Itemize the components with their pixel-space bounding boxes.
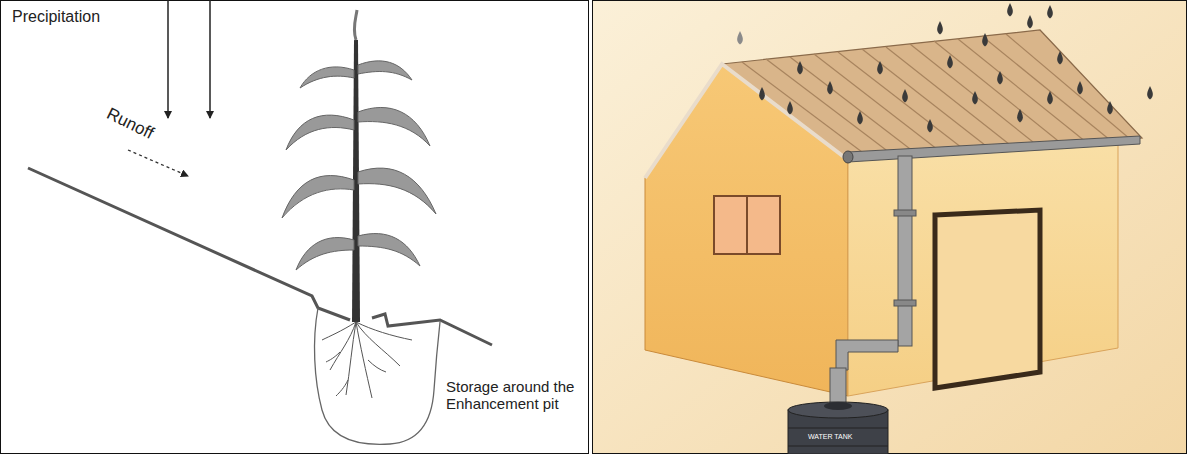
precipitation-arrows: [168, 0, 210, 118]
right-panel: [593, 1, 1187, 454]
enhancement-pit: [315, 308, 440, 444]
rain-drops: [737, 3, 1153, 133]
left-panel: [1, 1, 589, 454]
water-tank: [788, 402, 888, 454]
storage-label: Storage around the Enhancement pit: [446, 378, 584, 413]
ground-slope: [28, 168, 492, 345]
gutter-pipe: [830, 136, 1140, 414]
tank-label: WATER TANK: [808, 433, 852, 441]
runoff-arrow: [128, 150, 188, 176]
roots: [322, 322, 412, 398]
maize-plant: [282, 10, 436, 322]
house: [645, 30, 1142, 396]
precipitation-label: Precipitation: [12, 8, 100, 26]
